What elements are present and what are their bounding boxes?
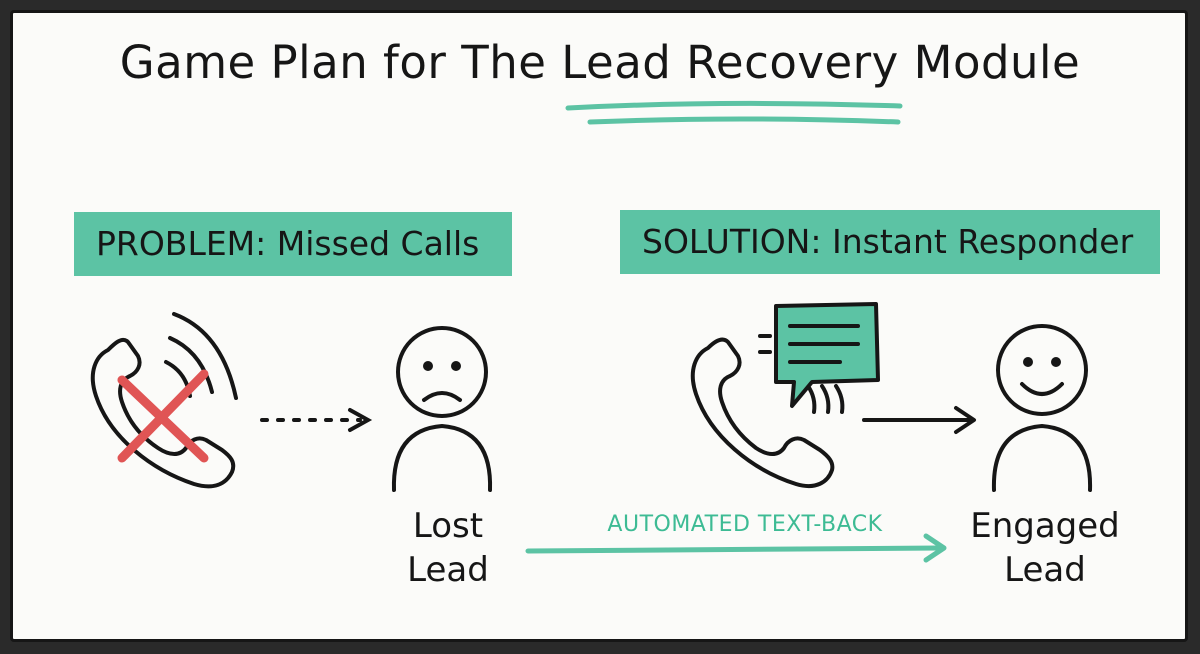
flow-arrow (525, 533, 947, 563)
engaged-caption-line1: Engaged (970, 506, 1120, 546)
lost-lead-caption: Lost Lead (378, 504, 518, 592)
flow-label: AUTOMATED TEXT-BACK (607, 512, 883, 537)
sad-face-icon (391, 326, 493, 492)
title-underline (565, 100, 903, 125)
chat-bubble-icon (758, 302, 880, 408)
lost-caption-line2: Lead (407, 550, 489, 590)
engaged-caption-line2: Lead (1004, 550, 1086, 590)
lost-caption-line1: Lost (412, 506, 484, 546)
problem-label: PROBLEM: Missed Calls (74, 212, 512, 276)
phone-icon (90, 312, 238, 489)
engaged-lead-caption: Engaged Lead (955, 504, 1135, 592)
happy-face-icon (991, 324, 1093, 492)
solution-label: SOLUTION: Instant Responder (620, 210, 1160, 274)
diagram-frame (10, 10, 1188, 642)
solid-arrow (862, 406, 976, 434)
dotted-arrow (260, 408, 373, 432)
title-suffix: Module (898, 36, 1081, 89)
title-prefix: Game Plan for The (119, 36, 562, 89)
title-highlight: Lead Recovery (561, 36, 899, 89)
page-title: Game Plan for The Lead Recovery Module (0, 36, 1200, 89)
missed-call-x-icon (117, 369, 209, 463)
